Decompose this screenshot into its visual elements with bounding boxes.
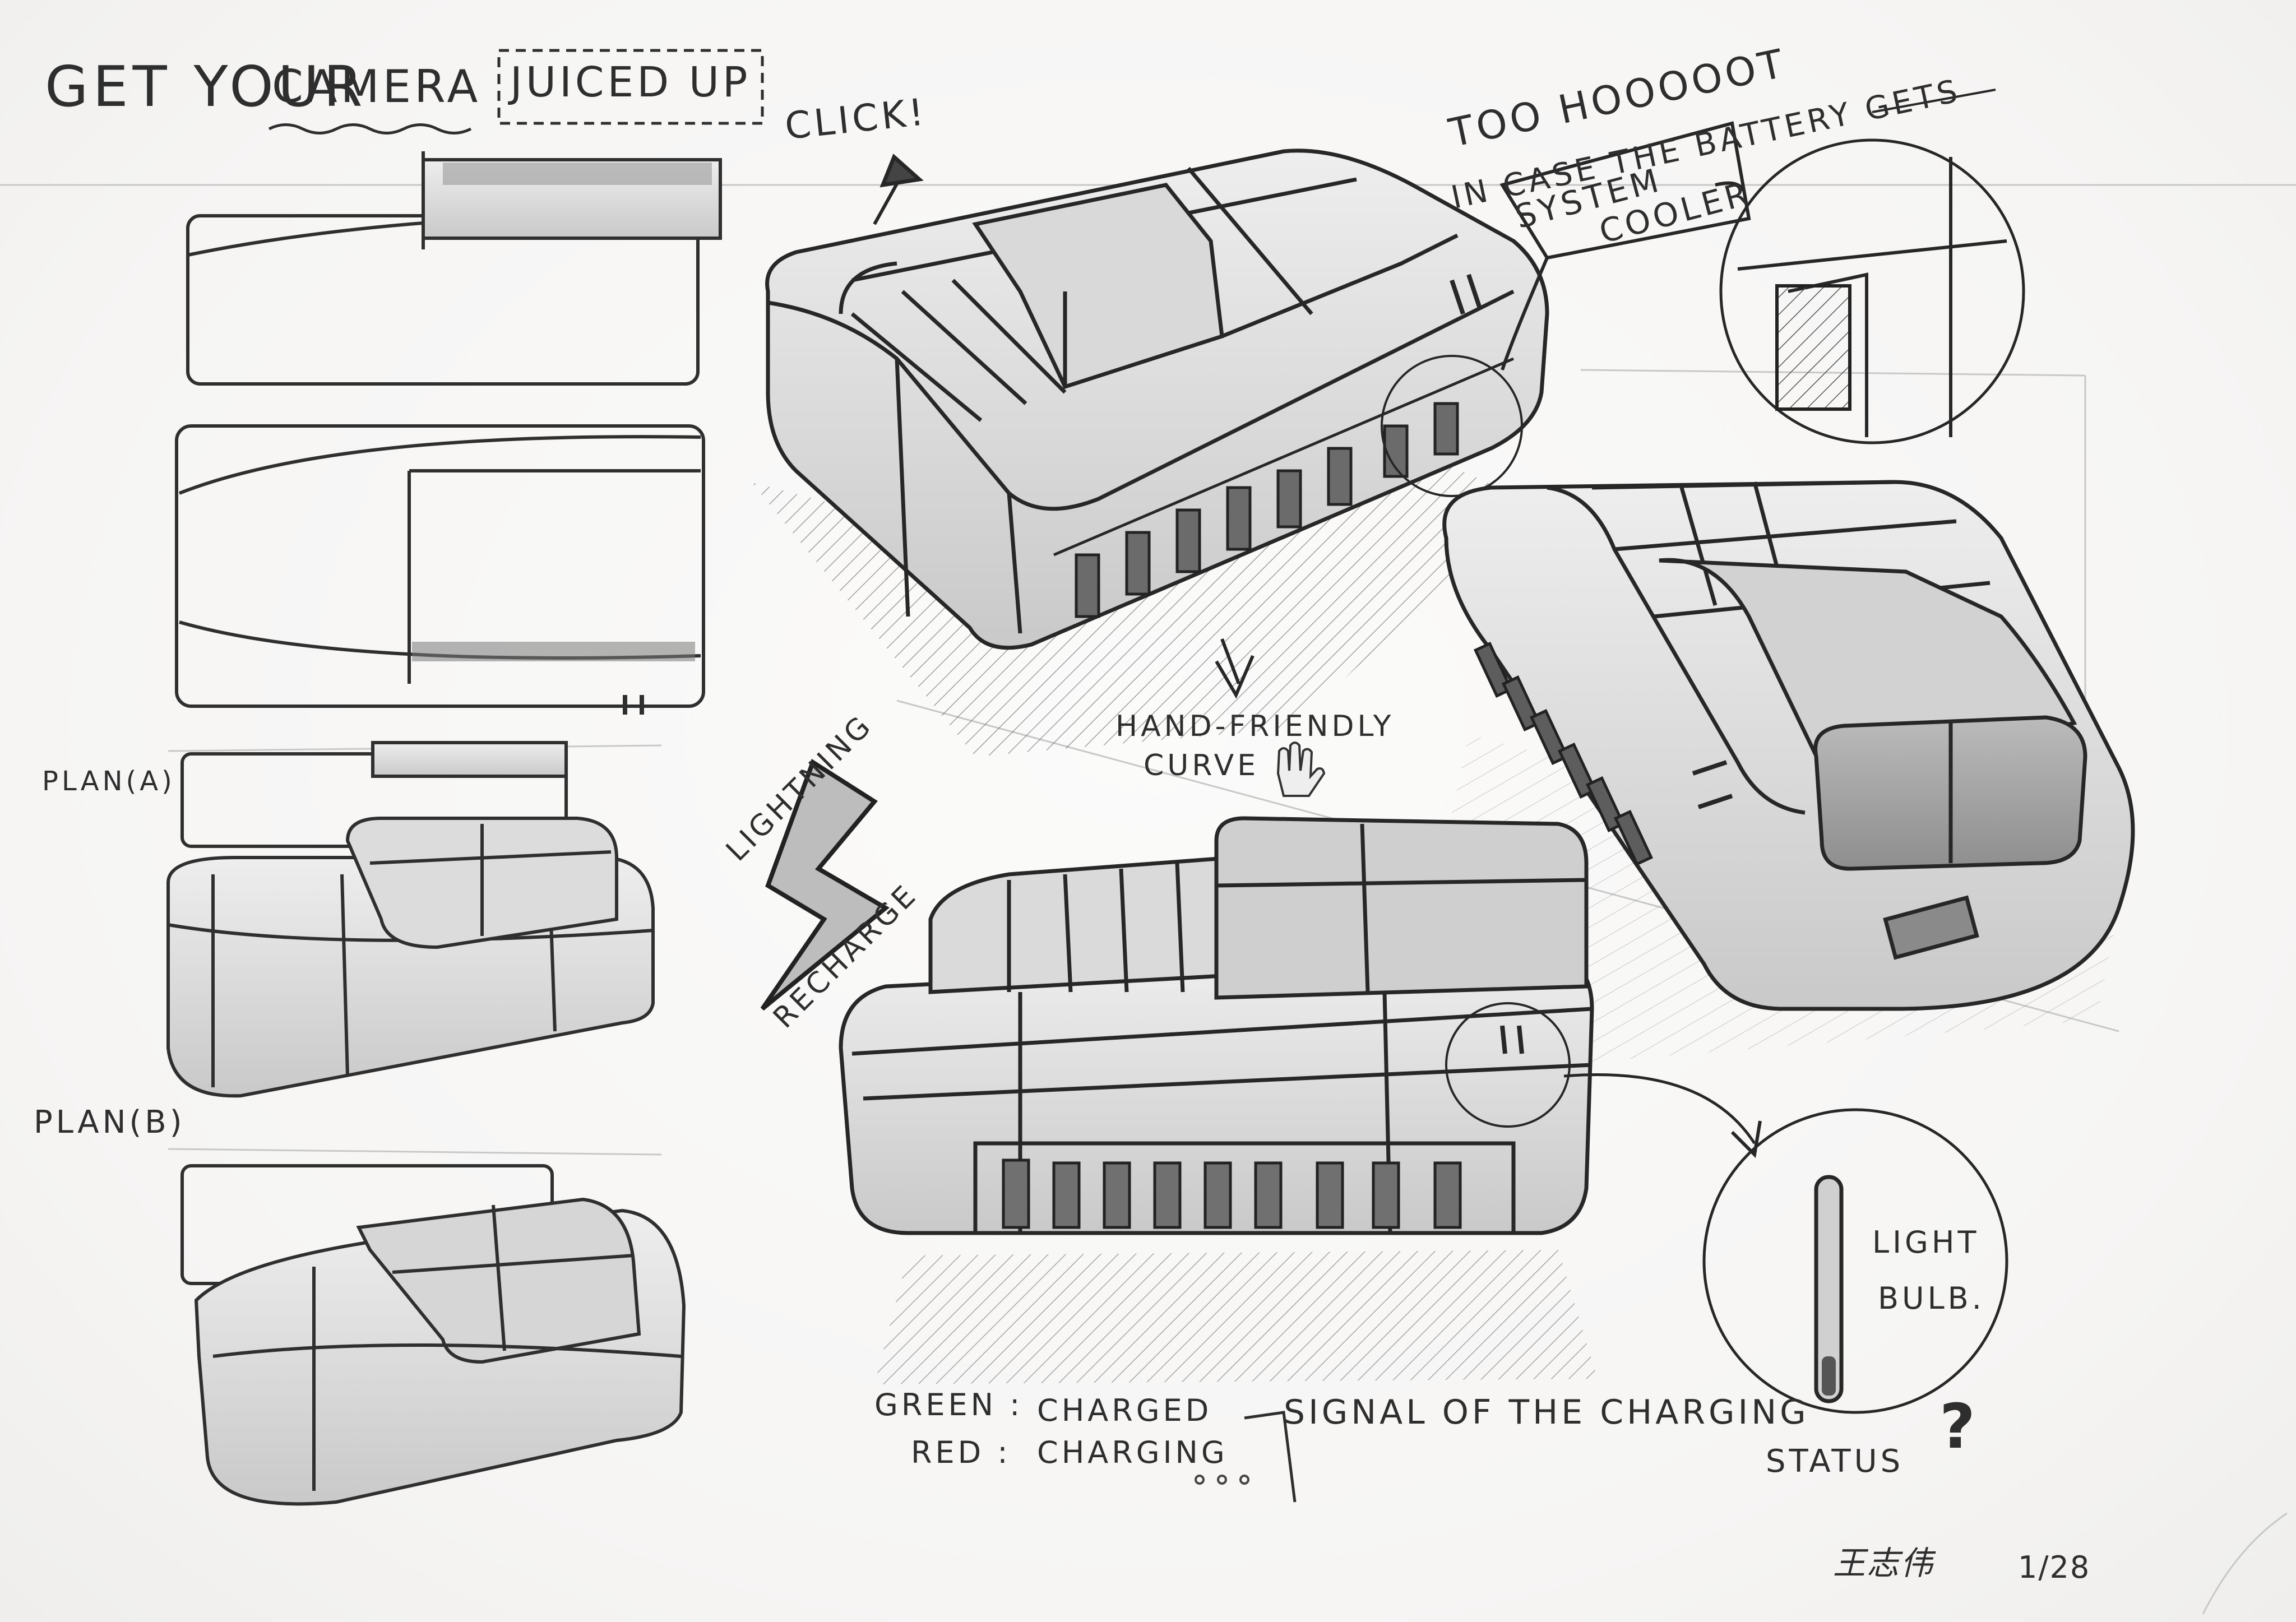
plan-b-sketch	[180, 1164, 686, 1506]
main-perspective-lower	[839, 816, 1762, 1384]
light-bulb-label-2: BULB.	[1878, 1281, 1985, 1316]
hand-friendly-label: HAND-FRIENDLY	[1115, 710, 1395, 743]
title-decoration	[268, 49, 1297, 1503]
curve-label: CURVE	[1144, 749, 1260, 782]
hand-icon	[1276, 742, 1326, 797]
side-view-top	[186, 151, 722, 386]
plan-b-label: PLAN(B)	[34, 1104, 186, 1141]
title-boxed: JUICED UP	[510, 58, 751, 106]
right-perspective	[1442, 480, 2135, 1065]
top-view	[175, 424, 705, 715]
green-value: CHARGED	[1037, 1393, 1212, 1428]
system-cooler-detail	[1499, 89, 2025, 444]
green-label: GREEN :	[874, 1387, 1024, 1422]
plan-a-label: PLAN(A)	[42, 766, 175, 797]
red-label: RED :	[911, 1435, 1011, 1470]
signature: 王志伟	[1833, 1544, 1934, 1582]
title-part1: GET YOUR	[45, 54, 367, 119]
plan-a-sketch	[166, 741, 655, 1098]
question-mark: ?	[1939, 1391, 1979, 1462]
main-perspective-upper	[751, 149, 1549, 757]
title-part2: CAMERA	[272, 61, 482, 113]
red-value: CHARGING	[1037, 1435, 1228, 1470]
signal-note: SIGNAL OF THE CHARGING	[1284, 1393, 1809, 1432]
light-bulb-detail	[1702, 1108, 2008, 1414]
page-number: 1/28	[2018, 1550, 2091, 1585]
light-bulb-label-1: LIGHT	[1872, 1225, 1980, 1260]
lightning-bolt-icon	[760, 758, 890, 1011]
status-note: STATUS	[1766, 1443, 1904, 1480]
ellipsis-dots	[1195, 1475, 1249, 1485]
